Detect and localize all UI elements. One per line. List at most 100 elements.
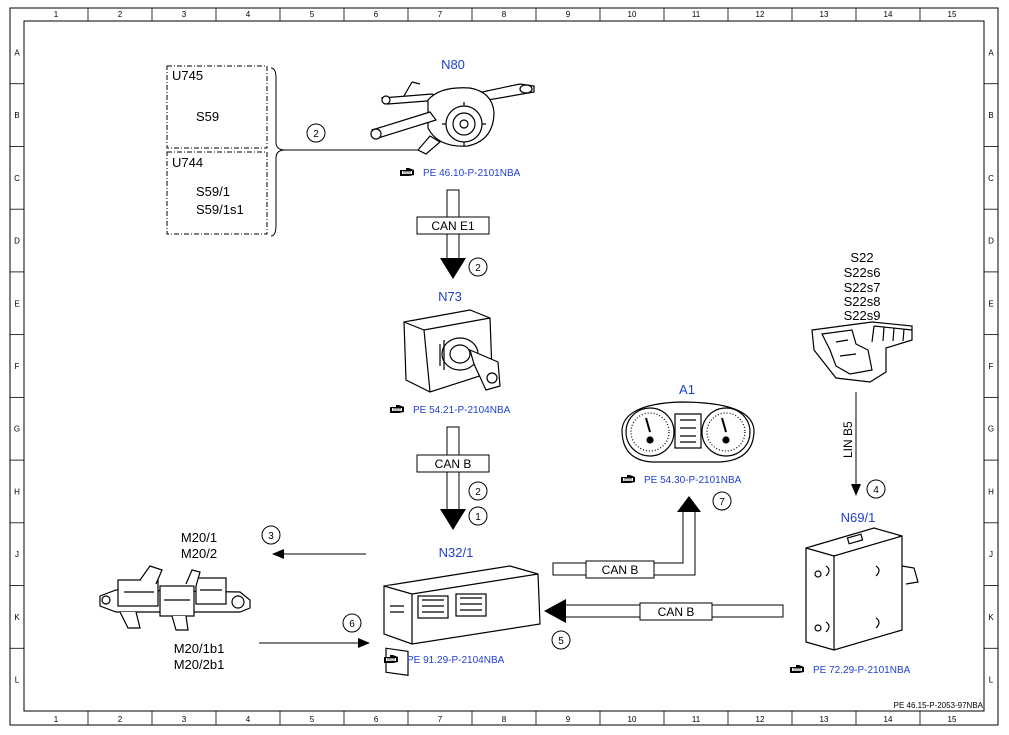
s22s7-label: S22s7 — [844, 280, 881, 295]
grid-row-label: B — [988, 111, 993, 120]
grid-row-label: K — [14, 613, 20, 622]
n69-control-unit-drawing — [805, 527, 919, 651]
s59-label: S59 — [196, 109, 219, 124]
step-number: 4 — [873, 485, 879, 496]
can-b-n73-connection: CAN B 2 1 — [416, 426, 490, 530]
grid-column-label: 15 — [948, 715, 957, 724]
n73-ignition-switch-drawing — [403, 309, 501, 393]
grid-column-label: 7 — [438, 10, 443, 19]
grid-column-label: 1 — [54, 10, 59, 19]
grid-row-label: L — [989, 676, 994, 685]
u745-label: U745 — [172, 68, 203, 83]
m20-1b1-label: M20/1b1 — [174, 641, 225, 656]
grid-labels: 1122334455667788991010111112121313141415… — [14, 10, 994, 724]
can-b-a1-connection: CAN B 7 — [552, 491, 732, 579]
step-circle — [306, 123, 326, 143]
grid-column-label: 12 — [756, 10, 765, 19]
grid-row-label: J — [989, 550, 993, 559]
grid-column-label: 14 — [884, 10, 893, 19]
grid-column-label: 11 — [692, 10, 701, 19]
can-e1-connection: CAN E1 2 — [416, 189, 490, 279]
n32-label: N32/1 — [439, 545, 474, 560]
s22-seat-switch-drawing — [811, 321, 913, 383]
grid-row-label: D — [14, 237, 20, 246]
n32-component: N32/1 PE 91.29-P-2104NBA — [383, 545, 541, 677]
grid-row-label: G — [14, 425, 20, 434]
grid-row-label: H — [988, 487, 994, 496]
lin-b5-label: LIN B5 — [841, 421, 855, 458]
m20-2b1-label: M20/2b1 — [174, 657, 225, 672]
grid-row-label: A — [14, 48, 20, 57]
n32-to-m20-connection: 3 — [261, 525, 366, 559]
s22-label: S22 — [850, 250, 873, 265]
can-b-label: CAN B — [435, 457, 472, 471]
n80-steering-switch-drawing — [370, 81, 535, 155]
grid-column-label: 6 — [374, 10, 379, 19]
n73-component: N73 PE 54.21-P-2104NBA — [389, 289, 511, 416]
grid-column-label: 3 — [182, 715, 187, 724]
grid-row-label: E — [988, 299, 993, 308]
grid-column-label: 10 — [628, 715, 637, 724]
document-id: PE 46.15-P-2053-97NBA — [894, 701, 984, 710]
m20-1-label: M20/1 — [181, 530, 217, 545]
n80-label: N80 — [441, 57, 465, 72]
a1-component: A1 PE 54.30-P-2101NBA — [620, 382, 755, 486]
can-b-label: CAN B — [658, 605, 695, 619]
n80-ref-link[interactable]: PE 46.10-P-2101NBA — [423, 168, 521, 179]
grid-column-label: 9 — [566, 10, 571, 19]
n73-ref-link[interactable]: PE 54.21-P-2104NBA — [413, 405, 511, 416]
grid-row-label: C — [14, 174, 20, 183]
grid-column-label: 10 — [628, 10, 637, 19]
a1-label: A1 — [679, 382, 695, 397]
s59-1-label: S59/1 — [196, 184, 230, 199]
n32-ref-link[interactable]: PE 91.29-P-2104NBA — [407, 655, 505, 666]
m20-steering-column-motor-drawing — [99, 565, 251, 631]
grid-row-label: E — [14, 299, 19, 308]
u744-label: U744 — [172, 155, 203, 170]
grid-column-label: 5 — [310, 715, 315, 724]
grid-row-label: J — [15, 550, 19, 559]
step-number: 5 — [558, 636, 564, 647]
s22-component: S22 S22s6 S22s7 S22s8 S22s9 — [811, 250, 913, 383]
grid-column-label: 3 — [182, 10, 187, 19]
grid-column-label: 4 — [246, 10, 251, 19]
grid-column-label: 4 — [246, 715, 251, 724]
grid-row-label: F — [15, 362, 20, 371]
grid-column-label: 1 — [54, 715, 59, 724]
grid-column-label: 5 — [310, 10, 315, 19]
step-number: 6 — [349, 619, 355, 630]
step-number: 2 — [313, 129, 319, 140]
grid-row-label: C — [988, 174, 994, 183]
s59-1s1-label: S59/1s1 — [196, 202, 244, 217]
step-number: 1 — [475, 512, 481, 523]
inner-frame — [23, 20, 985, 712]
grid-column-label: 8 — [502, 10, 507, 19]
grid-row-label: F — [989, 362, 994, 371]
n69-component: N69/1 PE 72.29-P-2101NBA — [789, 510, 919, 676]
n69-ref-link[interactable]: PE 72.29-P-2101NBA — [813, 665, 911, 676]
a1-ref-link[interactable]: PE 54.30-P-2101NBA — [644, 475, 742, 486]
grid-row-label: G — [988, 425, 994, 434]
grid-column-label: 9 — [566, 715, 571, 724]
step-number: 3 — [268, 531, 274, 542]
grid-column-label: 13 — [820, 10, 829, 19]
grid-column-label: 13 — [820, 715, 829, 724]
grid-row-label: A — [988, 48, 994, 57]
grid-ticks — [10, 8, 998, 725]
can-b-n69-connection: CAN B 5 — [544, 599, 784, 650]
m20-to-n32-connection: 6 — [259, 613, 370, 648]
s22s8-label: S22s8 — [844, 294, 881, 309]
step-number: 2 — [475, 487, 481, 498]
grid-column-label: 8 — [502, 715, 507, 724]
u744-box — [166, 151, 268, 235]
s22s9-label: S22s9 — [844, 308, 881, 323]
grid-column-label: 7 — [438, 715, 443, 724]
m20-2-label: M20/2 — [181, 546, 217, 561]
grid-row-label: B — [14, 111, 19, 120]
lin-b5-connection: LIN B5 4 — [841, 392, 886, 499]
grid-column-label: 12 — [756, 715, 765, 724]
grid-column-label: 2 — [118, 715, 123, 724]
s22s6-label: S22s6 — [844, 265, 881, 280]
grid-row-label: H — [14, 487, 20, 496]
can-b-label: CAN B — [602, 563, 639, 577]
